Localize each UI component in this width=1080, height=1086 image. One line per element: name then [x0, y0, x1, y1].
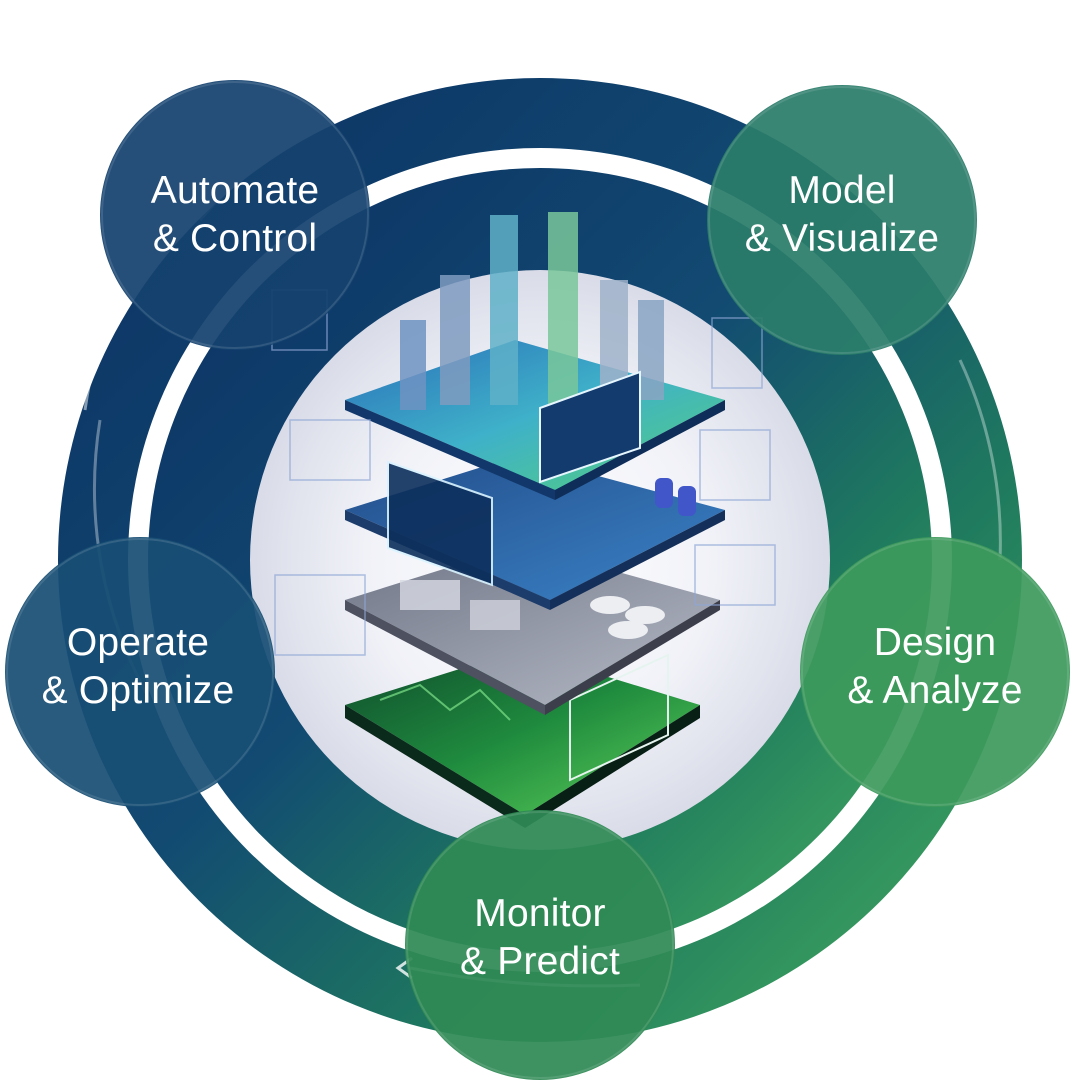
- node-circle: [707, 85, 977, 355]
- node-model-visualize: [707, 85, 977, 355]
- node-circle: [5, 537, 275, 807]
- node-circle: [800, 537, 1070, 807]
- node-operate-optimize: [5, 537, 275, 807]
- node-circle: [405, 810, 675, 1080]
- node-design-analyze: [800, 537, 1070, 807]
- city-layer: [345, 212, 725, 500]
- node-circle: [100, 80, 370, 350]
- industrial-layer: [345, 545, 720, 715]
- node-circle-rim: [406, 811, 674, 1079]
- stage-nodes: [5, 80, 1070, 1080]
- node-circle-rim: [801, 538, 1069, 806]
- terrain-layer: [345, 650, 700, 828]
- flow-arrow-left: [83, 289, 122, 411]
- node-circle-rim: [101, 81, 369, 349]
- node-monitor-predict: [405, 810, 675, 1080]
- substation-layer: [345, 455, 725, 610]
- floating-panels: [271, 289, 776, 656]
- digital-twin-illustration: [271, 212, 776, 828]
- node-circle-rim: [6, 538, 274, 806]
- node-circle-rim: [708, 86, 976, 354]
- node-automate-control: [100, 80, 370, 350]
- flow-arrow-top: [299, 48, 534, 72]
